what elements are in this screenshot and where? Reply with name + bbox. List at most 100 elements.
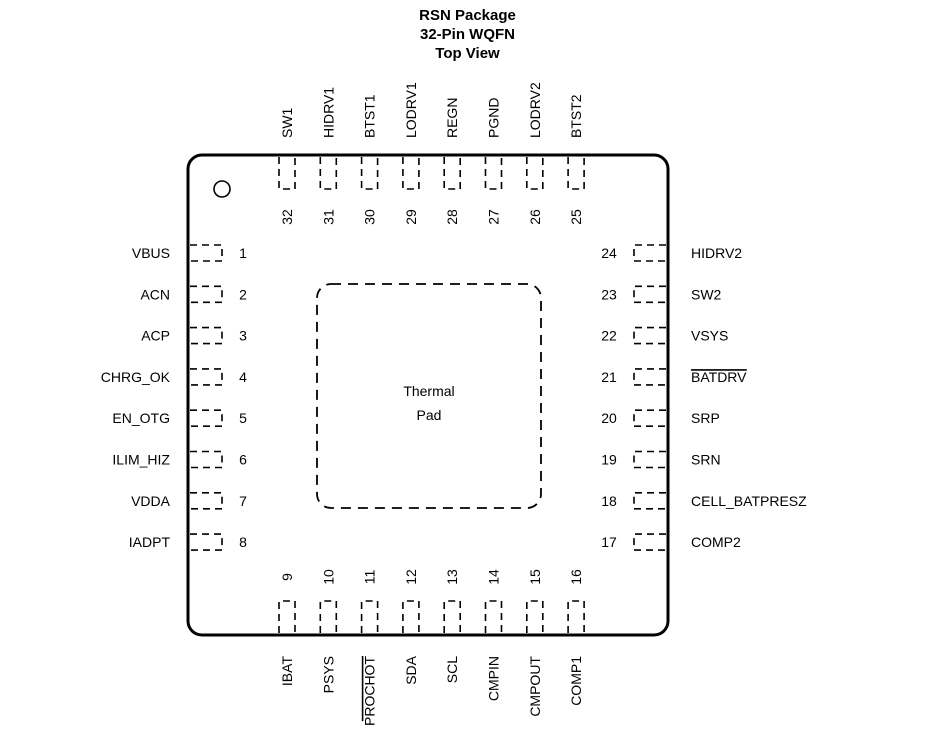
- pin-number-21: 21: [601, 369, 617, 385]
- pin-name-13: SCL: [444, 656, 460, 683]
- pin-name-6: ILIM_HIZ: [112, 452, 170, 468]
- pin-name-15: CMPOUT: [527, 656, 543, 717]
- pin-pad-31: [319, 157, 338, 190]
- pin-name-19: SRN: [691, 452, 721, 468]
- pin-number-20: 20: [601, 410, 617, 426]
- pin-pad-10: [319, 600, 338, 633]
- pin-pad-14: [484, 600, 503, 633]
- pin-number-24: 24: [601, 245, 617, 261]
- pin-number-7: 7: [239, 493, 247, 509]
- pin-pad-15: [526, 600, 544, 633]
- pin-pad-20: [633, 409, 666, 427]
- pin-number-28: 28: [444, 209, 460, 225]
- pin-pad-18: [633, 492, 666, 510]
- pin-pad-6: [190, 450, 223, 469]
- pin-number-6: 6: [239, 452, 247, 468]
- pin-pad-26: [526, 157, 544, 190]
- package-type: 32-Pin WQFN: [419, 26, 515, 43]
- pin-pad-8: [190, 533, 223, 551]
- pin-pad-4: [190, 368, 223, 386]
- pin1-marker: [213, 180, 231, 198]
- pin-pad-19: [633, 450, 666, 469]
- pin-pad-9: [278, 600, 296, 633]
- thermal-pad: [316, 283, 542, 509]
- pin-name-18: CELL_BATPRESZ: [691, 493, 807, 509]
- pin-pad-29: [402, 157, 420, 190]
- pin-pad-17: [633, 533, 666, 551]
- pin-number-23: 23: [601, 286, 617, 302]
- pin-name-14: CMPIN: [486, 656, 502, 701]
- pin-name-10: PSYS: [320, 656, 336, 693]
- pin-number-12: 12: [403, 569, 419, 585]
- pin-name-5: EN_OTG: [112, 410, 170, 426]
- pin-pad-23: [633, 285, 666, 304]
- pin-number-13: 13: [444, 569, 460, 585]
- pin-name-27: PGND: [486, 98, 502, 138]
- package-name: RSN Package: [419, 7, 516, 24]
- pin-name-32: SW1: [279, 107, 295, 138]
- pin-name-20: SRP: [691, 410, 720, 426]
- pin-number-26: 26: [527, 209, 543, 225]
- view-label: Top View: [435, 45, 500, 62]
- pin-pad-12: [402, 600, 420, 633]
- pin-name-12: SDA: [403, 655, 419, 684]
- pin-pad-5: [190, 409, 223, 427]
- thermal-pad-label-line1: Thermal: [403, 383, 454, 399]
- pin-pad-28: [443, 157, 461, 190]
- pin-name-8: IADPT: [129, 534, 171, 550]
- pin-number-32: 32: [279, 209, 295, 225]
- pin-name-22: VSYS: [691, 328, 728, 344]
- pin-number-27: 27: [486, 209, 502, 225]
- pin-name-16: COMP1: [568, 656, 584, 706]
- pin-name-21: BATDRV: [691, 369, 747, 385]
- pin-pad-24: [633, 244, 666, 262]
- pin-number-1: 1: [239, 245, 247, 261]
- pin-number-31: 31: [320, 209, 336, 225]
- pin-name-31: HIDRV1: [320, 87, 336, 138]
- pin-name-26: LODRV2: [527, 82, 543, 138]
- pin-pad-27: [484, 157, 503, 190]
- pin-name-24: HIDRV2: [691, 245, 742, 261]
- pin-number-3: 3: [239, 328, 247, 344]
- pin-number-17: 17: [601, 534, 617, 550]
- pin-number-4: 4: [239, 369, 247, 385]
- pin-number-22: 22: [601, 328, 617, 344]
- pin-name-7: VDDA: [131, 493, 171, 509]
- pin-name-29: LODRV1: [403, 82, 419, 138]
- pin-number-29: 29: [403, 209, 419, 225]
- pin-pad-22: [633, 326, 666, 345]
- pin-number-19: 19: [601, 452, 617, 468]
- pin-name-28: REGN: [444, 98, 460, 138]
- pin-number-2: 2: [239, 286, 247, 302]
- pin-name-17: COMP2: [691, 534, 741, 550]
- pin-pad-3: [190, 326, 223, 345]
- pin-name-11: PROCHOT: [362, 656, 378, 726]
- package-outline: [186, 153, 670, 637]
- pin-number-8: 8: [239, 534, 247, 550]
- pin-pad-21: [633, 368, 666, 386]
- pin-number-14: 14: [486, 569, 502, 585]
- pin-pad-30: [360, 157, 379, 190]
- pin-name-25: BTST2: [568, 94, 584, 138]
- pin-pad-1: [190, 244, 223, 262]
- pin-name-30: BTST1: [362, 94, 378, 138]
- pin-pad-2: [190, 285, 223, 304]
- thermal-pad-label-line2: Pad: [417, 407, 442, 423]
- pin-number-18: 18: [601, 493, 617, 509]
- pin-number-11: 11: [362, 570, 378, 585]
- pin-pad-13: [443, 600, 461, 633]
- pin-pad-16: [567, 600, 585, 633]
- pin-number-15: 15: [527, 569, 543, 585]
- pins-layer: 1VBUS2ACN3ACP4CHRG_OK5EN_OTG6ILIM_HIZ7VD…: [101, 82, 807, 726]
- pin-name-9: IBAT: [279, 656, 295, 687]
- pin-pad-7: [190, 492, 223, 510]
- pin-number-16: 16: [568, 569, 584, 585]
- pin-pad-32: [278, 157, 296, 190]
- pin-number-10: 10: [320, 569, 336, 585]
- pin-name-1: VBUS: [132, 245, 170, 261]
- pin-pad-25: [567, 157, 585, 190]
- pin-pad-11: [360, 600, 379, 633]
- pin-number-9: 9: [279, 573, 295, 581]
- pin-number-25: 25: [568, 209, 584, 225]
